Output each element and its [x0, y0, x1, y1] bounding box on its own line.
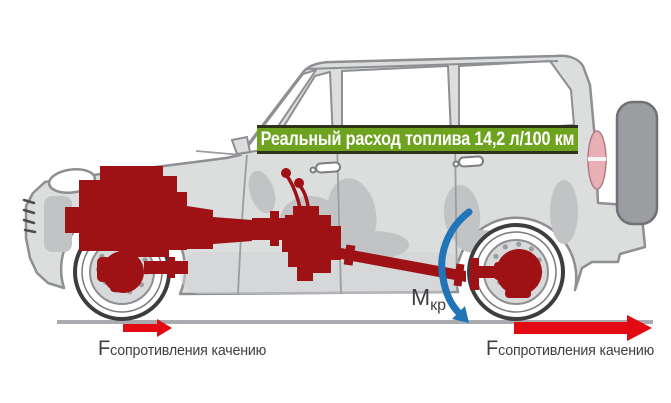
side-mirror [230, 135, 252, 156]
driveshaft-joint-rear [453, 263, 465, 287]
fuel-consumption-banner: Реальный расход топлива 14,2 л/100 км [257, 125, 578, 154]
front-differential [102, 251, 144, 293]
front-diff-housing [97, 257, 111, 282]
rear-diff-neck [494, 262, 512, 280]
rear-diff-cover [505, 289, 531, 298]
gear-lever-2-knob [294, 178, 304, 188]
engine-block [65, 166, 187, 257]
torque-subscript: кр [430, 297, 447, 314]
rear-door-handle-dot [452, 160, 460, 168]
rear-differential [496, 249, 542, 295]
front-door-handle-dot [309, 166, 317, 174]
roof-rail [304, 60, 559, 70]
drivetrain [65, 166, 542, 298]
gearbox-tail [252, 218, 286, 240]
front-shaft-flange [168, 257, 175, 278]
front-force-symbol: F [98, 337, 111, 360]
front-force-subscript: сопротивления качению [110, 342, 267, 359]
rear-rolling-resistance-label: Fсопротивления качению [486, 337, 654, 361]
cargo-wall-shadow [550, 180, 578, 244]
torque-label: Мкр [411, 284, 446, 315]
front-rolling-resistance-label: Fсопротивления качению [98, 337, 266, 361]
rear-axle-flange [470, 258, 479, 290]
rear-force-subscript: сопротивления качению [498, 342, 655, 359]
rear-door-handle [458, 155, 485, 168]
front-diff-cover [110, 283, 132, 292]
gear-lever-1-knob [281, 168, 291, 178]
gear-lever-1 [285, 174, 303, 213]
tail-light-stripe [588, 157, 606, 161]
front-door-handle [315, 161, 342, 174]
rear-force-arrow [514, 315, 652, 341]
door-handles [309, 155, 485, 174]
quarter-window [458, 60, 575, 134]
gearbox [187, 206, 252, 249]
gear-lever-2 [298, 184, 311, 215]
spare-wheel [615, 100, 659, 226]
front-axle-shaft [144, 261, 188, 274]
gearbox-flange [270, 211, 279, 246]
torque-arrowhead [452, 306, 469, 323]
front-force-arrow [123, 319, 172, 337]
fender-crease [195, 150, 243, 156]
rear-force-symbol: F [486, 337, 499, 360]
driveshaft-joint-front [343, 244, 356, 266]
torque-symbol: М [411, 284, 431, 310]
rear-driveshaft [341, 248, 466, 282]
fuel-consumption-text: Реальный расход топлива 14,2 л/100 км [260, 128, 575, 150]
transfer-case [282, 206, 341, 281]
dashboard-shadow [248, 170, 276, 214]
torque-arrow [438, 208, 473, 323]
grille-slots [22, 198, 37, 234]
ground-line [57, 320, 653, 324]
